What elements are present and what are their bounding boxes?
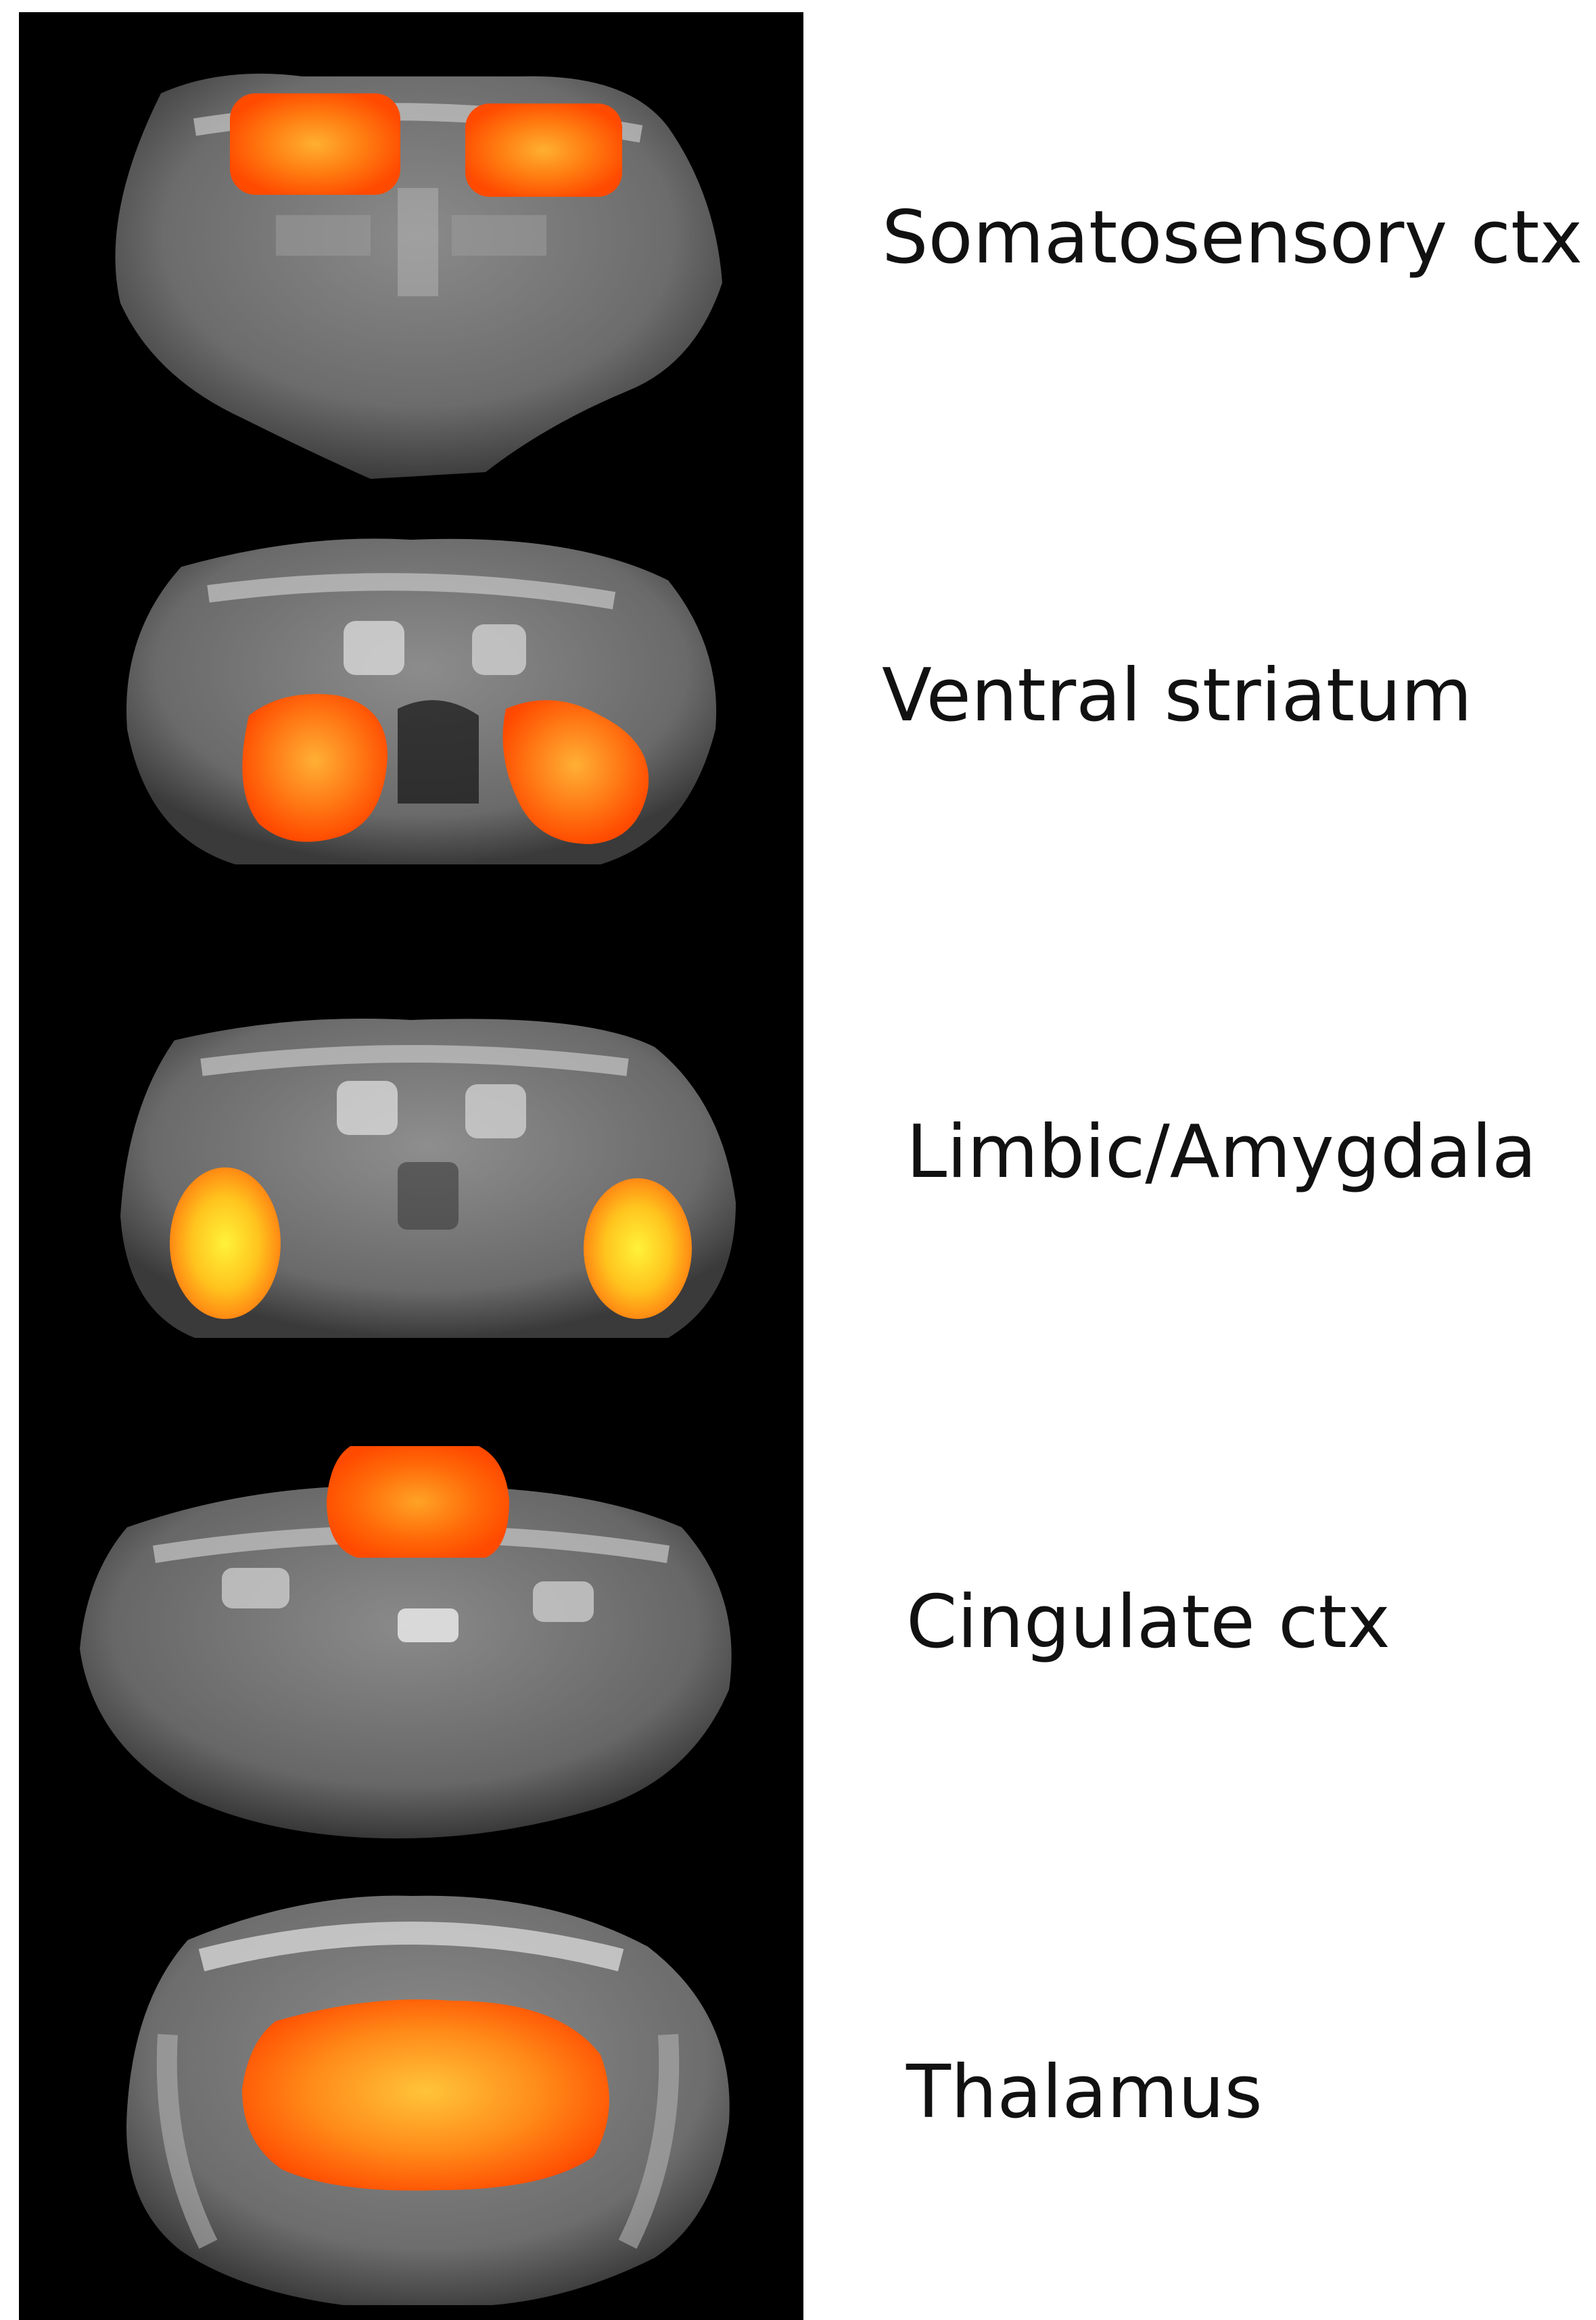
activation-blob bbox=[465, 103, 622, 197]
activation-blob bbox=[170, 1167, 281, 1319]
label-limbic-amygdala: Limbic/Amygdala bbox=[906, 1110, 1537, 1194]
label-somatosensory-ctx: Somatosensory ctx bbox=[882, 195, 1583, 280]
mri-slice-cingulate bbox=[80, 1446, 732, 1838]
label-thalamus: Thalamus bbox=[906, 2050, 1263, 2135]
mri-slice-somatosensory bbox=[115, 73, 722, 480]
mri-slice-limbic-amygdala bbox=[120, 1019, 736, 1338]
mri-slice-ventral-striatum bbox=[126, 538, 717, 864]
activation-blob bbox=[242, 1999, 609, 2191]
mri-slice-thalamus bbox=[126, 1895, 730, 2305]
activation-blob bbox=[502, 700, 649, 844]
activation-blob bbox=[584, 1178, 692, 1319]
label-cingulate-ctx: Cingulate ctx bbox=[906, 1580, 1390, 1665]
mri-slice-strip bbox=[19, 12, 803, 2320]
label-ventral-striatum: Ventral striatum bbox=[882, 653, 1472, 738]
activation-blob bbox=[230, 93, 400, 195]
activation-blob bbox=[242, 694, 388, 842]
activation-blob bbox=[327, 1446, 509, 1558]
